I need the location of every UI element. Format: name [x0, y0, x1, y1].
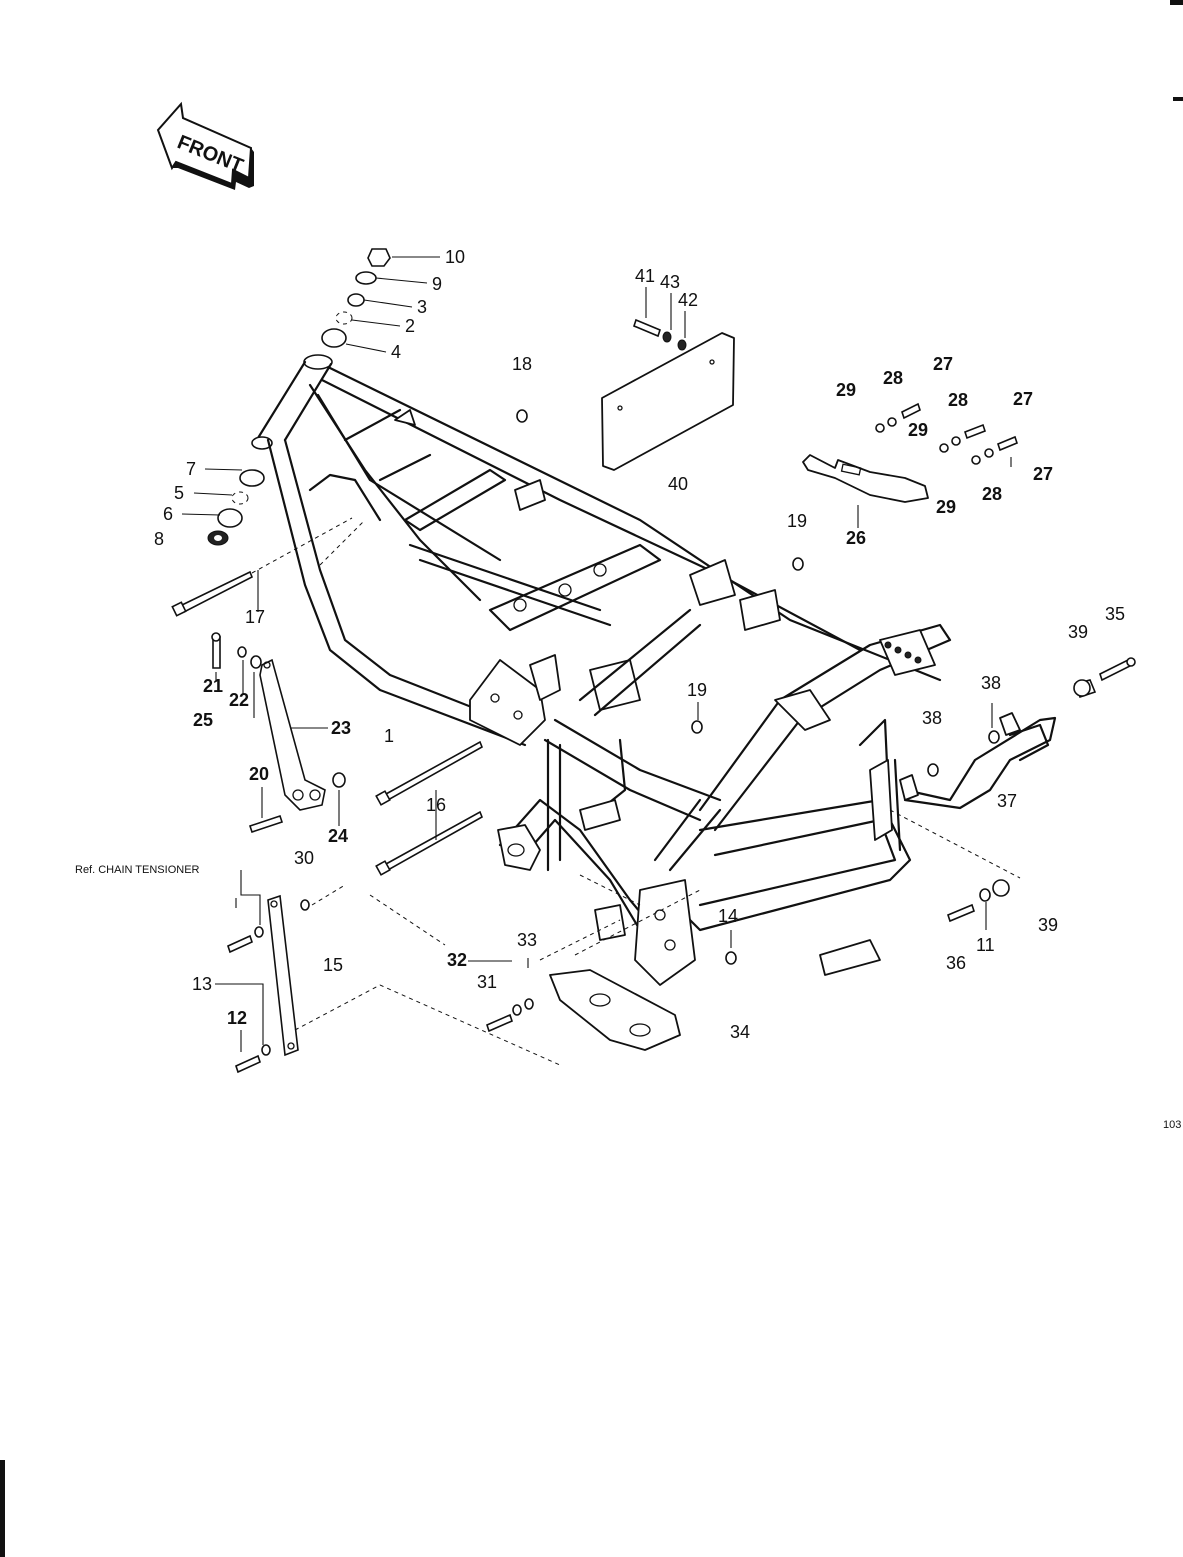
reference-note-chain-tensioner: Ref. CHAIN TENSIONER: [75, 864, 200, 876]
callout-c35: 35: [1105, 604, 1125, 624]
callout-c22: 22: [229, 690, 249, 710]
callout-c9: 9: [432, 274, 442, 294]
bolts-16: [375, 740, 484, 876]
callout-c18: 18: [512, 354, 532, 374]
callout-c6: 6: [163, 504, 173, 524]
chain-guide-34: [369, 874, 737, 1051]
callout-c5: 5: [174, 483, 184, 503]
callout-c15: 15: [323, 955, 343, 975]
callout-c42: 42: [678, 290, 698, 310]
front-arrow-icon: FRONT: [156, 101, 254, 190]
callout-c27b: 27: [1013, 389, 1033, 409]
callout-c39a: 39: [1068, 622, 1088, 642]
callout-c7: 7: [186, 459, 196, 479]
rear-bar-37: [889, 657, 1136, 930]
callout-c29b: 29: [908, 420, 928, 440]
callout-c39b: 39: [1038, 915, 1058, 935]
callout-c27a: 27: [933, 354, 953, 374]
main-frame: [251, 354, 952, 986]
callout-c17: 17: [245, 607, 265, 627]
callout-c36: 36: [946, 953, 966, 973]
callout-c38a: 38: [981, 673, 1001, 693]
license-plate-40: [516, 287, 804, 734]
center-lines: [319, 519, 701, 956]
callout-c37: 37: [997, 791, 1017, 811]
callout-c10: 10: [445, 247, 465, 267]
callout-c4: 4: [391, 342, 401, 362]
callout-c1: 1: [384, 726, 394, 746]
page-number: 103: [1163, 1119, 1181, 1131]
callout-c31: 31: [477, 972, 497, 992]
callout-c16: 16: [426, 795, 446, 815]
lower-steering-bearings: [181, 468, 265, 546]
callout-c25: 25: [193, 710, 213, 730]
callout-c11: 11: [976, 935, 995, 955]
callout-c28b: 28: [948, 390, 968, 410]
steering-stem-bearings: [321, 248, 440, 353]
callout-c27c: 27: [1033, 464, 1053, 484]
callout-c29a: 29: [836, 380, 856, 400]
callout-c19b: 19: [687, 680, 707, 700]
tensioner-link: [215, 870, 561, 1074]
callout-c8: 8: [154, 529, 164, 549]
callout-c41: 41: [635, 266, 655, 286]
callout-c30: 30: [294, 848, 314, 868]
callout-c20: 20: [249, 764, 269, 784]
callout-c43: 43: [660, 272, 680, 292]
bracket-23: [211, 632, 346, 834]
callout-c32: 32: [447, 950, 467, 970]
callout-c21: 21: [203, 676, 223, 696]
callout-c34: 34: [730, 1022, 750, 1042]
callout-c33: 33: [517, 930, 537, 950]
callout-c12: 12: [227, 1008, 247, 1028]
callout-c19a: 19: [787, 511, 807, 531]
callout-c28a: 28: [883, 368, 903, 388]
callout-c40: 40: [668, 474, 688, 494]
callout-c23: 23: [331, 718, 351, 738]
callout-c13: 13: [192, 974, 212, 994]
callout-c26: 26: [846, 528, 866, 548]
callout-c3: 3: [417, 297, 427, 317]
callout-c24: 24: [328, 826, 348, 846]
bolt-17: [171, 517, 353, 617]
callout-c2: 2: [405, 316, 415, 336]
callout-c14: 14: [718, 906, 738, 926]
bracket-26: [802, 402, 1018, 528]
callout-c28c: 28: [982, 484, 1002, 504]
callout-c29c: 29: [936, 497, 956, 517]
callout-c38b: 38: [922, 708, 942, 728]
